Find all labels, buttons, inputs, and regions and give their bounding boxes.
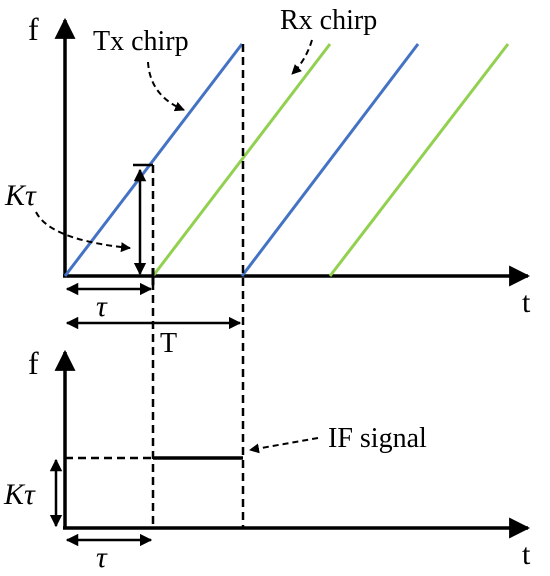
- top-k-tau-label: Kτ: [4, 179, 37, 212]
- tx-chirp-2: [240, 43, 420, 277]
- bottom-tau-label: τ: [96, 541, 108, 574]
- bottom-y-axis-label: f: [28, 345, 39, 381]
- top-y-axis-label: f: [28, 11, 39, 47]
- rx-chirp-2: [328, 43, 510, 277]
- bottom-k-tau-label: Kτ: [3, 478, 36, 511]
- period-label: T: [160, 328, 177, 359]
- rx-chirp-pointer: [291, 39, 313, 75]
- rx-chirp-label: Rx chirp: [280, 5, 377, 36]
- rx-chirp-1: [151, 43, 332, 277]
- bottom-plot: f t IF signal Kτ τ: [3, 345, 531, 574]
- top-x-axis-label: t: [522, 286, 531, 319]
- tx-chirp-1: [63, 43, 244, 277]
- k-tau-pointer: [35, 211, 131, 253]
- top-tau-label: τ: [96, 290, 108, 323]
- bottom-x-axis-label: t: [522, 538, 531, 571]
- tx-chirp-pointer: [147, 61, 185, 112]
- top-plot: f t Tx chirp Rx chirp Kτ τ T: [4, 5, 531, 359]
- if-signal-pointer: [249, 437, 319, 454]
- tx-chirp-label: Tx chirp: [93, 26, 189, 57]
- if-signal-label: IF signal: [328, 423, 427, 454]
